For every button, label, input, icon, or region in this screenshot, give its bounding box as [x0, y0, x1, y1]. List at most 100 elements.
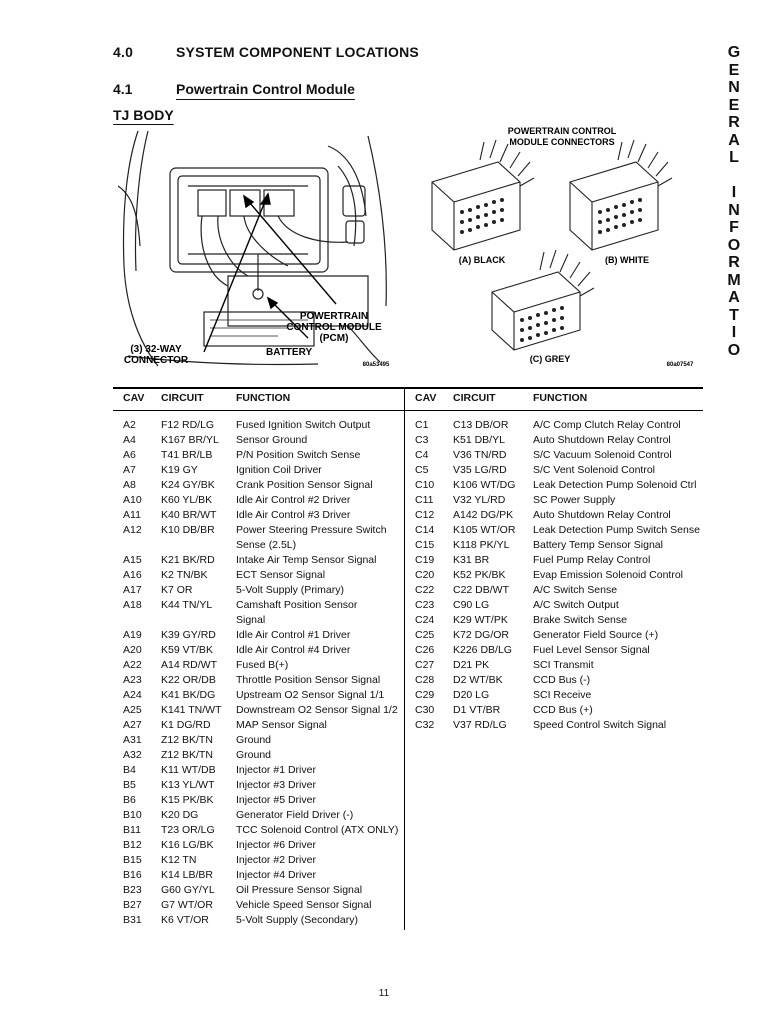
cell-circuit: G60 GY/YL	[161, 884, 215, 896]
cell-cav: A12	[123, 524, 142, 536]
cell-cav: A27	[123, 719, 142, 731]
cell-cav: A4	[123, 434, 136, 446]
cell-function: CCD Bus (-)	[533, 674, 591, 686]
cell-cav: A24	[123, 689, 142, 701]
side-letter: A	[728, 289, 740, 306]
cell-function: Injector #3 Driver	[236, 779, 316, 791]
connector-c-drawing	[491, 249, 595, 351]
cell-cav: C22	[415, 584, 435, 596]
cell-function: CCD Bus (+)	[533, 704, 593, 716]
cell-circuit: Z12 BK/TN	[161, 749, 213, 761]
left-header-circuit: CIRCUIT	[161, 392, 204, 404]
cell-cav: C14	[415, 524, 435, 536]
cell-circuit: K51 DB/YL	[453, 434, 505, 446]
cell-cav: C12	[415, 509, 435, 521]
cell-circuit: K20 DG	[161, 809, 199, 821]
cell-circuit: K72 DG/OR	[453, 629, 510, 641]
cell-circuit: V36 TN/RD	[453, 449, 507, 461]
cell-circuit: K13 YL/WT	[161, 779, 215, 791]
cell-function: TCC Solenoid Control (ATX ONLY)	[236, 824, 399, 836]
cell-function: S/C Vacuum Solenoid Control	[533, 449, 672, 461]
side-letter: O	[727, 236, 741, 254]
cell-circuit	[161, 613, 236, 628]
body-label: TJ BODY	[113, 107, 174, 123]
cell-function: Signal	[236, 614, 266, 626]
cell-cav: A8	[123, 479, 136, 491]
cell-cav: C19	[415, 554, 435, 566]
cell-circuit: K2 TN/BK	[161, 569, 208, 581]
cell-circuit: K60 YL/BK	[161, 494, 213, 506]
cell-cav: C25	[415, 629, 435, 641]
side-letter: T	[729, 306, 739, 324]
cell-circuit: A14 RD/WT	[161, 659, 218, 671]
cell-function: Ignition Coil Driver	[236, 464, 322, 476]
left-header-cav: CAV	[123, 392, 145, 404]
cell-circuit: K22 OR/DB	[161, 674, 216, 686]
cell-cav: B4	[123, 764, 136, 776]
connectors-title-2: MODULE CONNECTORS	[509, 137, 614, 147]
cell-circuit: K44 TN/YL	[161, 599, 213, 611]
cell-cav: A22	[123, 659, 142, 671]
cell-cav: A11	[123, 509, 141, 521]
cell-cav: C26	[415, 644, 435, 656]
cell-cav: C32	[415, 719, 435, 731]
cell-circuit: K41 BK/DG	[161, 689, 216, 701]
cell-function: Injector #5 Driver	[236, 794, 316, 806]
cell-circuit: K10 DB/BR	[161, 524, 215, 536]
cell-function: Generator Field Source (+)	[533, 629, 659, 641]
cell-circuit: C13 DB/OR	[453, 419, 509, 431]
cell-cav: B16	[123, 869, 142, 881]
cell-function: Sense (2.5L)	[236, 539, 297, 551]
table-header-rule	[113, 410, 703, 411]
cell-cav: C29	[415, 689, 435, 701]
cell-circuit: C90 LG	[453, 599, 490, 611]
cell-circuit: V37 RD/LG	[453, 719, 507, 731]
cell-circuit: K29 WT/PK	[453, 614, 508, 626]
cell-circuit: K141 TN/WT	[161, 704, 222, 716]
cell-cav: C10	[415, 479, 435, 491]
cell-function: Sensor Ground	[236, 434, 308, 446]
cell-function: A/C Switch Output	[533, 599, 619, 611]
cell-cav: C5	[415, 464, 429, 476]
table-row: Sense (2.5L)	[123, 538, 403, 553]
cell-function: Idle Air Control #1 Driver	[236, 629, 351, 641]
cell-function: Ground	[236, 749, 272, 761]
cell-cav: B31	[123, 914, 142, 926]
cell-function: SCI Receive	[533, 689, 592, 701]
figure-code-right: 80a07547	[667, 362, 694, 368]
side-letter: I	[731, 324, 737, 341]
cell-circuit: A142 DG/PK	[453, 509, 514, 521]
cell-function: Downstream O2 Sensor Signal 1/2	[236, 704, 398, 716]
side-letter: E	[728, 61, 740, 79]
cell-cav: B11	[123, 824, 141, 836]
page-number: 11	[378, 988, 390, 999]
cell-function: Throttle Position Sensor Signal	[236, 674, 381, 686]
cell-cav	[123, 613, 161, 628]
cell-function: Speed Control Switch Signal	[533, 719, 667, 731]
cell-function: Injector #4 Driver	[236, 869, 316, 881]
cell-function: S/C Vent Solenoid Control	[533, 464, 655, 476]
cell-circuit: K7 OR	[161, 584, 193, 596]
